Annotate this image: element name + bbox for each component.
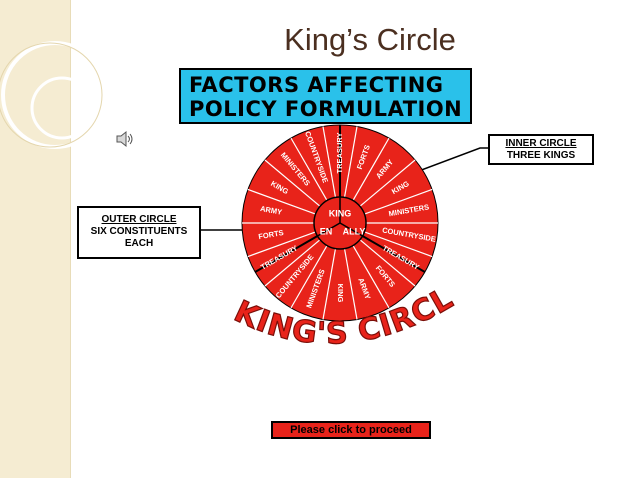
segment-divider [322,126,337,198]
segment-divider [359,239,416,287]
segment-divider [290,245,328,309]
inner-callout-line-2: THREE KINGS [506,150,576,161]
center-label-king: KING [329,208,352,218]
segment-divider [264,239,321,287]
title-line-2: POLICY FORMULATION [189,97,463,121]
proceed-button[interactable]: Please click to proceed [271,421,431,439]
segment-divider [247,231,316,258]
title-line-1: FACTORS AFFECTING [189,73,444,97]
outer-callout-connector [201,212,245,231]
segment-divider [343,126,358,198]
segment-label: ARMY [259,204,282,217]
segment-divider [352,137,390,201]
segment-divider [264,159,321,207]
title-banner: FACTORS AFFECTING POLICY FORMULATION [179,68,472,124]
slide-title: King’s Circle [284,22,456,57]
segment-label: FORTS [258,228,285,241]
decorative-circles [0,41,109,149]
segment-divider [343,248,358,320]
slide-decoration-strip [0,0,109,478]
segment-label: TREASURY [335,133,344,174]
outer-callout-line-3: EACH [124,238,154,249]
center-label-ally: ALLY [343,226,366,236]
outer-callout-line-1: OUTER CIRCLE [101,214,177,225]
segment-divider [322,248,337,320]
segment-divider [359,159,416,207]
outer-circle-callout: OUTER CIRCLE SIX CONSTITUENTS EACH [77,206,201,259]
inner-divider [339,222,363,237]
segment-divider [352,245,390,309]
segment-divider [247,188,316,215]
inner-callout-line-1: INNER CIRCLE [505,138,577,149]
center-label-en: EN [320,226,333,236]
segment-label: KING [336,284,345,303]
inner-divider [317,222,341,237]
segment-divider [364,188,433,215]
inner-circle-callout: INNER CIRCLE THREE KINGS [488,134,594,165]
speaker-icon[interactable] [115,130,135,148]
outer-callout-line-2: SIX CONSTITUENTS [90,226,188,237]
segment-divider [290,137,328,201]
segment-divider [364,231,433,258]
